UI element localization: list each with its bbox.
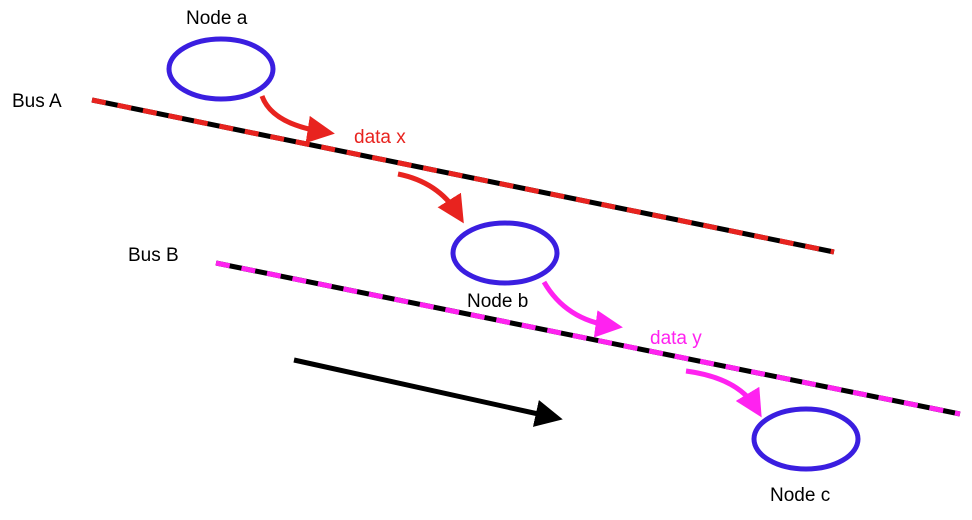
node-a-label: Node a — [186, 8, 248, 29]
direction-arrow — [293, 357, 563, 427]
node-b-label: Node b — [467, 291, 528, 312]
data-y-send-arrow — [541, 280, 623, 338]
node-c-label: Node c — [770, 485, 830, 506]
bus-a-line — [91, 97, 835, 255]
bus-b-label: Bus B — [128, 245, 179, 266]
bus-b-line — [215, 260, 961, 417]
data-x-send-arrow — [259, 95, 335, 144]
bus-a-label: Bus A — [12, 91, 62, 112]
node-b — [450, 220, 560, 286]
node-a — [166, 36, 276, 102]
data-x-receive-arrow — [397, 171, 464, 224]
data-x-label: data x — [354, 127, 406, 148]
data-y-label: data y — [650, 328, 702, 349]
node-c — [751, 406, 861, 472]
data-y-receive-arrow — [685, 368, 762, 418]
